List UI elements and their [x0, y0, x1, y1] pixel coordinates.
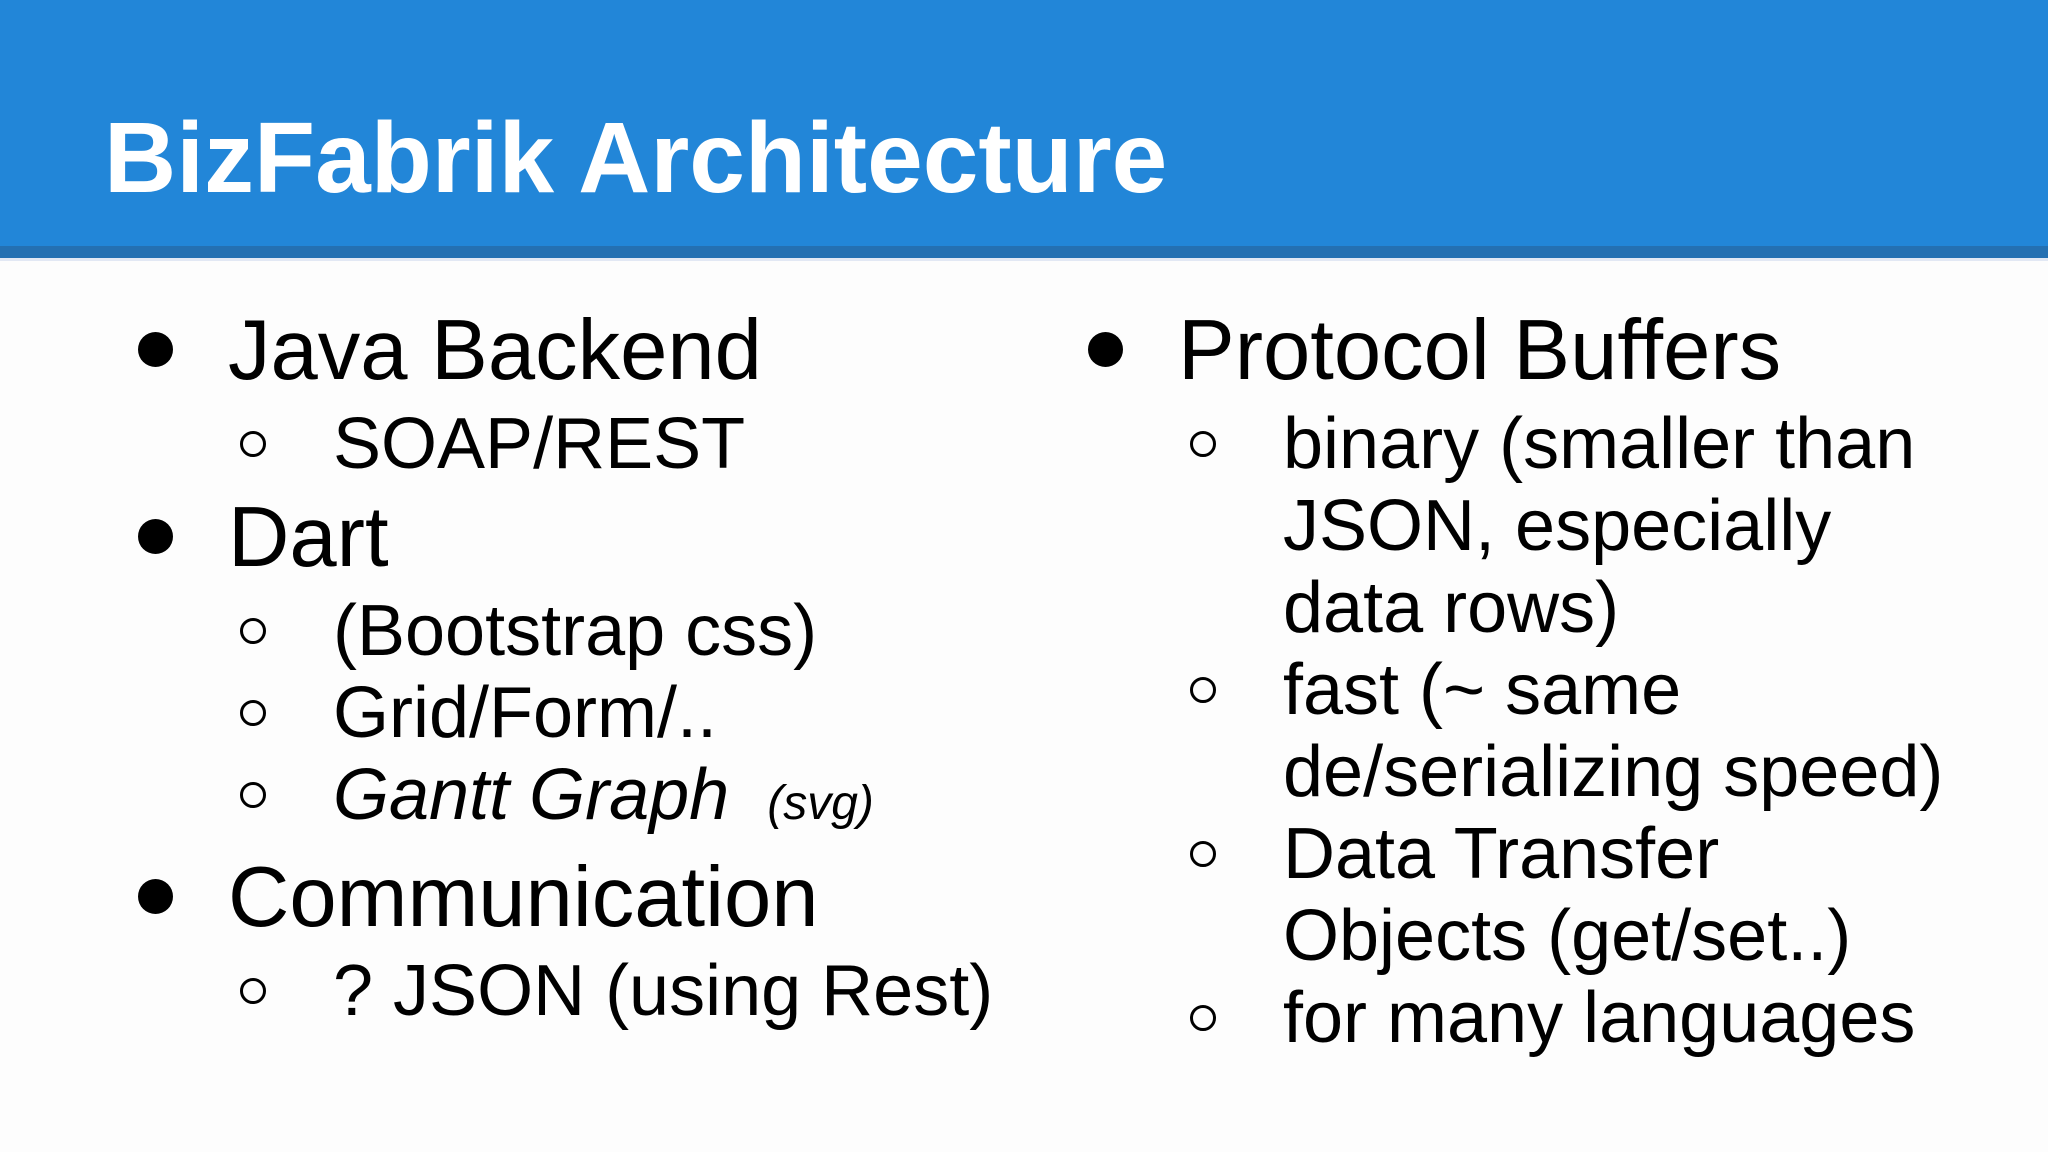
subitem-line: JSON, especially — [1283, 486, 1832, 566]
circle-bullet-icon — [1190, 1005, 1216, 1031]
list-subitem-fast: fast (~ same de/serializing speed) — [1070, 649, 2030, 813]
list-subitem-grid-form: Grid/Form/.. — [120, 672, 1080, 754]
subitem-line: Gantt Graph (svg) — [333, 754, 1080, 845]
item-text: Communication — [228, 850, 819, 945]
subitem-line: fast (~ same — [1283, 650, 1682, 730]
list-subitem-gantt-graph: Gantt Graph (svg) — [120, 754, 1080, 845]
subitem-line: (Bootstrap css) — [333, 591, 818, 671]
title-banner-accent-strip — [0, 246, 2048, 258]
left-bullet-column: Java Backend SOAP/REST Dart (Bootstrap c… — [120, 298, 1080, 1032]
item-text: Dart — [228, 490, 389, 585]
circle-bullet-icon — [240, 978, 266, 1004]
subitem-line: SOAP/REST — [333, 404, 746, 484]
filled-bullet-icon — [1088, 332, 1123, 367]
item-text: Java Backend — [228, 303, 762, 398]
list-subitem-json-rest: ? JSON (using Rest) — [120, 950, 1080, 1032]
filled-bullet-icon — [138, 519, 173, 554]
circle-bullet-icon — [1190, 677, 1216, 703]
list-subitem-bootstrap-css: (Bootstrap css) — [120, 590, 1080, 672]
circle-bullet-icon — [240, 700, 266, 726]
subitem-line: data rows) — [1283, 568, 1620, 648]
circle-bullet-icon — [240, 618, 266, 644]
title-banner-underline — [0, 258, 2048, 261]
subitem-text-italic: Gantt Graph — [333, 755, 730, 835]
list-subitem-data-transfer-objects: Data Transfer Objects (get/set..) — [1070, 813, 2030, 977]
list-subitem-many-languages: for many languages — [1070, 977, 2030, 1059]
circle-bullet-icon — [240, 782, 266, 808]
subitem-line: binary (smaller than — [1283, 404, 1916, 484]
list-item-dart: Dart — [120, 485, 1080, 590]
list-subitem-binary: binary (smaller than JSON, especially da… — [1070, 403, 2030, 649]
right-bullet-column: Protocol Buffers binary (smaller than JS… — [1070, 298, 2030, 1059]
filled-bullet-icon — [138, 879, 173, 914]
subitem-note: (svg) — [767, 777, 874, 830]
subitem-line: ? JSON (using Rest) — [333, 951, 994, 1031]
title-banner — [0, 0, 2048, 246]
circle-bullet-icon — [1190, 841, 1216, 867]
subitem-line: for many languages — [1283, 978, 1916, 1058]
subitem-line: Objects (get/set..) — [1283, 896, 1852, 976]
slide-title: BizFabrik Architecture — [104, 102, 1168, 214]
subitem-line: de/serializing speed) — [1283, 732, 1944, 812]
circle-bullet-icon — [1190, 431, 1216, 457]
filled-bullet-icon — [138, 332, 173, 367]
subitem-line: Data Transfer — [1283, 814, 1720, 894]
list-item-communication: Communication — [120, 845, 1080, 950]
list-subitem-soap-rest: SOAP/REST — [120, 403, 1080, 485]
list-item-protocol-buffers: Protocol Buffers — [1070, 298, 2030, 403]
circle-bullet-icon — [240, 431, 266, 457]
list-item-java-backend: Java Backend — [120, 298, 1080, 403]
subitem-line: Grid/Form/.. — [333, 673, 718, 753]
item-text: Protocol Buffers — [1178, 303, 1782, 398]
